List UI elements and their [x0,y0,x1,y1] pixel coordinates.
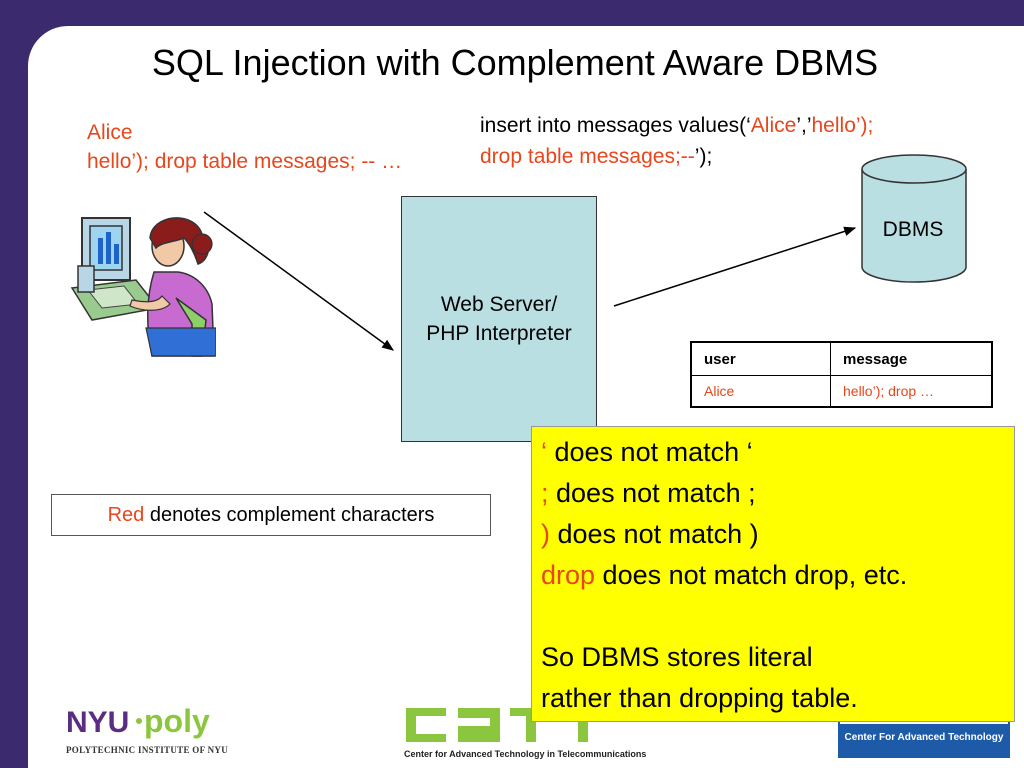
catt-subtitle: Center for Advanced Technology in Teleco… [404,749,647,759]
table-row: Alice hello’); drop … [690,375,993,408]
table-header-message: message [830,341,993,376]
explanation-rest-2: does not match ; [548,478,756,508]
conclusion-line-2: rather than dropping table. [541,683,858,713]
explanation-rest-1: does not match ‘ [547,437,753,467]
note-rest: denotes complement characters [144,504,435,526]
nyu-poly-subtitle: POLYTECHNIC INSTITUTE OF NYU [66,745,229,755]
table-header-row: user message [690,341,993,376]
explanation-rest-3: does not match ) [550,519,759,549]
query-prefix: insert into messages values(‘ [480,114,751,137]
explanation-rest-4: does not match drop, etc. [595,560,908,590]
messages-table: user message Alice hello’); drop … [690,341,993,408]
table-header-user: user [690,341,831,376]
explanation-red-4: drop [541,560,596,590]
web-server-label: Web Server/ PHP Interpreter [401,290,597,348]
query-line-2: drop table messages;--’); [480,141,873,172]
explanation-callout [531,426,1015,722]
nyu-poly-logo: NYU poly [66,703,210,739]
explanation-red-3: ) [541,519,550,549]
query-msg-2: drop table messages;-- [480,145,695,168]
web-server-box [401,196,597,442]
query-msg-1: hello’); [811,114,874,137]
dbms-label: DBMS [882,218,944,241]
user-input-text: Alice hello’); drop table messages; -- … [87,118,402,176]
explanation-line-4: drop does not match drop, etc. [541,555,907,596]
query-sep: ’,’ [796,114,812,137]
svg-text:poly: poly [144,703,210,739]
cat-badge-text: Center For Advanced Technology [840,724,1008,756]
dbms-cylinder-icon [861,154,967,283]
sql-query-text: insert into messages values(‘Alice’,’hel… [480,110,873,172]
input-message: hello’); drop table messages; -- … [87,150,403,173]
query-name: Alice [750,114,797,137]
explanation-line-2: ; does not match ; [541,473,907,514]
svg-text:NYU: NYU [66,706,129,739]
query-suffix: ’); [694,145,713,168]
conclusion-line-1: So DBMS stores literal [541,642,813,672]
server-line-1: Web Server/ [440,293,558,316]
explanation-line-3: ) does not match ) [541,514,907,555]
explanation-text: ‘ does not match ‘ ; does not match ; ) … [541,432,907,719]
explanation-line-1: ‘ does not match ‘ [541,432,907,473]
legend-note: Red denotes complement characters [51,494,491,536]
server-line-2: PHP Interpreter [426,322,572,345]
table-cell-user: Alice [690,375,831,408]
input-name: Alice [87,121,133,144]
arrow-server-to-dbms [613,226,857,307]
note-red-word: Red [107,504,145,526]
table-cell-message: hello’); drop … [830,375,993,408]
explanation-red-2: ; [541,478,549,508]
query-line-1: insert into messages values(‘Alice’,’hel… [480,110,873,141]
slide-title: SQL Injection with Complement Aware DBMS [151,42,879,83]
user-computer-icon [70,217,216,357]
explanation-red-1: ‘ [541,437,547,467]
arrow-user-to-server [203,211,394,351]
